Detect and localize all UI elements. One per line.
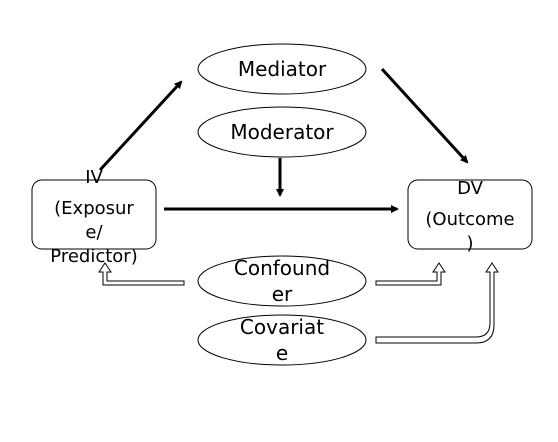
confounder-to-dv-arrow [375, 262, 446, 286]
confounder-to-iv-arrow [98, 262, 185, 286]
mediator-node [197, 43, 367, 95]
covariate-label-line2: e [276, 341, 288, 365]
iv-node [31, 179, 157, 250]
dv-node [407, 179, 533, 250]
mediator-to-dv-arrow [380, 67, 469, 164]
iv-label-line1: IV [85, 167, 103, 188]
mediator-label: Mediator [238, 57, 327, 81]
dv-label-line2: (Outcome [425, 209, 514, 230]
iv-label-line4: Predictor) [50, 246, 137, 267]
covariate-to-dv-arrow [375, 262, 499, 344]
moderator-node [197, 106, 367, 158]
confounder-node [197, 255, 367, 307]
dv-label-line1: DV [457, 178, 484, 199]
moderator-label: Moderator [230, 120, 334, 144]
covariate-node [197, 314, 367, 366]
dv-label-line3: ) [466, 233, 473, 254]
confounder-label-line2: er [272, 282, 293, 306]
iv-label-line3: e/ [85, 222, 103, 243]
covariate-label-line1: Covariat [240, 315, 324, 339]
iv-to-mediator-arrow [98, 80, 183, 172]
confounder-label-line1: Confound [234, 256, 330, 280]
iv-label-line2: (Exposur [54, 198, 134, 219]
